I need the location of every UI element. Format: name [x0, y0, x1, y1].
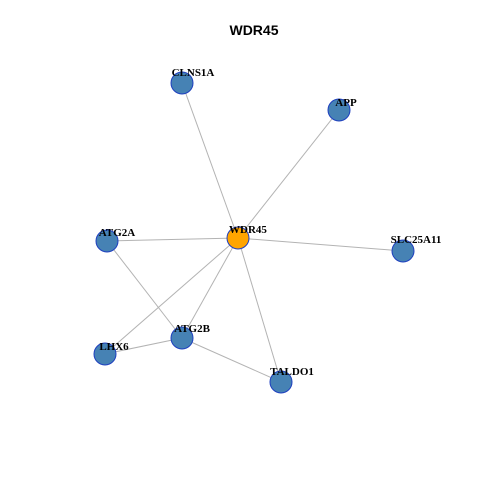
edge-wdr45-clns1a [181, 82, 239, 239]
node-wdr45[interactable] [226, 226, 250, 250]
node-lhx6[interactable] [93, 342, 117, 366]
node-label-taldo1: TALDO1 [270, 366, 314, 378]
edge-wdr45-taldo1 [237, 237, 282, 383]
node-slc25a11[interactable] [391, 239, 415, 263]
node-atg2a[interactable] [95, 229, 119, 253]
edge-wdr45-atg2b [181, 237, 239, 339]
node-atg2b[interactable] [170, 326, 194, 350]
node-label-app: APP [335, 97, 357, 109]
edge-wdr45-app [237, 109, 340, 239]
node-label-slc25a11: SLC25A11 [391, 234, 442, 246]
node-taldo1[interactable] [269, 370, 293, 394]
edges-layer [104, 82, 404, 383]
node-label-wdr45: WDR45 [229, 224, 267, 236]
nodes-layer [93, 71, 415, 394]
node-label-lhx6: LHX6 [99, 341, 129, 353]
edge-wdr45-lhx6 [104, 237, 239, 355]
node-label-clns1a: CLNS1A [172, 67, 215, 79]
graph-title: WDR45 [229, 22, 278, 38]
node-app[interactable] [327, 98, 351, 122]
edge-lhx6-atg2b [104, 337, 183, 355]
edge-wdr45-slc25a11 [237, 237, 404, 252]
node-label-atg2a: ATG2A [99, 227, 136, 239]
edge-atg2a-atg2b [106, 240, 183, 339]
edge-atg2b-taldo1 [181, 337, 282, 383]
node-clns1a[interactable] [170, 71, 194, 95]
node-label-atg2b: ATG2B [174, 323, 211, 335]
edge-wdr45-atg2a [106, 237, 239, 242]
